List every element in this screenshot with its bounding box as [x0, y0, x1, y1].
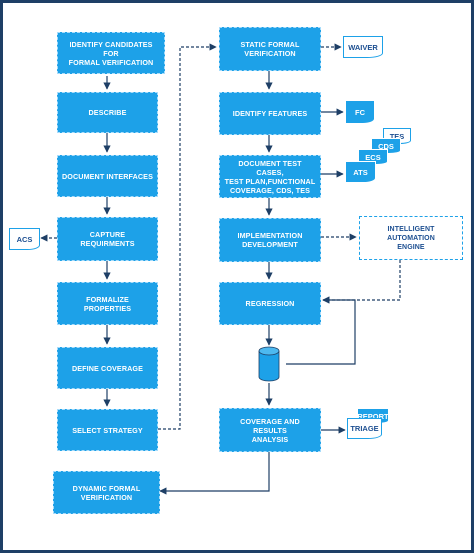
- coverage-results-analysis-node: COVERAGE AND RESULTS ANALYSIS: [219, 408, 321, 452]
- arrow-coverage-to-dynamic: [159, 452, 270, 495]
- capture-requirements-node: CAPTURE REQUIRMENTS: [57, 217, 158, 261]
- triage-document: TRIAGE: [347, 418, 382, 439]
- select-strategy-node: SELECT STRATEGY: [57, 409, 158, 451]
- waiver-document: WAIVER: [343, 36, 383, 58]
- arrow-strategy-to-static: [158, 43, 217, 430]
- static-formal-verification-node: STATIC FORMAL VERIFICATION: [219, 27, 321, 71]
- dynamic-formal-verification-node: DYNAMIC FORMAL VERIFICATION: [53, 471, 160, 514]
- document-test-cases-node: DOCUMENT TEST CASES, TEST PLAN,FUNCTIONA…: [219, 155, 321, 198]
- implementation-development-node: IMPLEMENTATION DEVELOPMENT: [219, 218, 321, 262]
- acs-document: ACS: [9, 228, 40, 250]
- identify-candidates-node: IDENTIFY CANDIDATES FOR FORMAL VERIFICAT…: [57, 32, 165, 74]
- fc-document: FC: [345, 100, 375, 124]
- arrow-database-to-regression: [286, 296, 356, 365]
- regression-node: REGRESSION: [219, 282, 321, 325]
- identify-features-node: IDENTIFY FEATURES: [219, 92, 321, 135]
- arrow-engine-to-regression: [322, 260, 401, 304]
- describe-node: DESCRIBE: [57, 92, 158, 133]
- database-icon: [258, 346, 280, 382]
- intelligent-automation-engine-node: INTELLIGENT AUTOMATION ENGINE: [359, 216, 463, 260]
- formalize-properties-node: FORMALIZE PROPERTIES: [57, 282, 158, 325]
- ats-document: ATS: [345, 161, 376, 183]
- document-interfaces-node: DOCUMENT INTERFACES: [57, 155, 158, 197]
- define-coverage-node: DEFINE COVERAGE: [57, 347, 158, 389]
